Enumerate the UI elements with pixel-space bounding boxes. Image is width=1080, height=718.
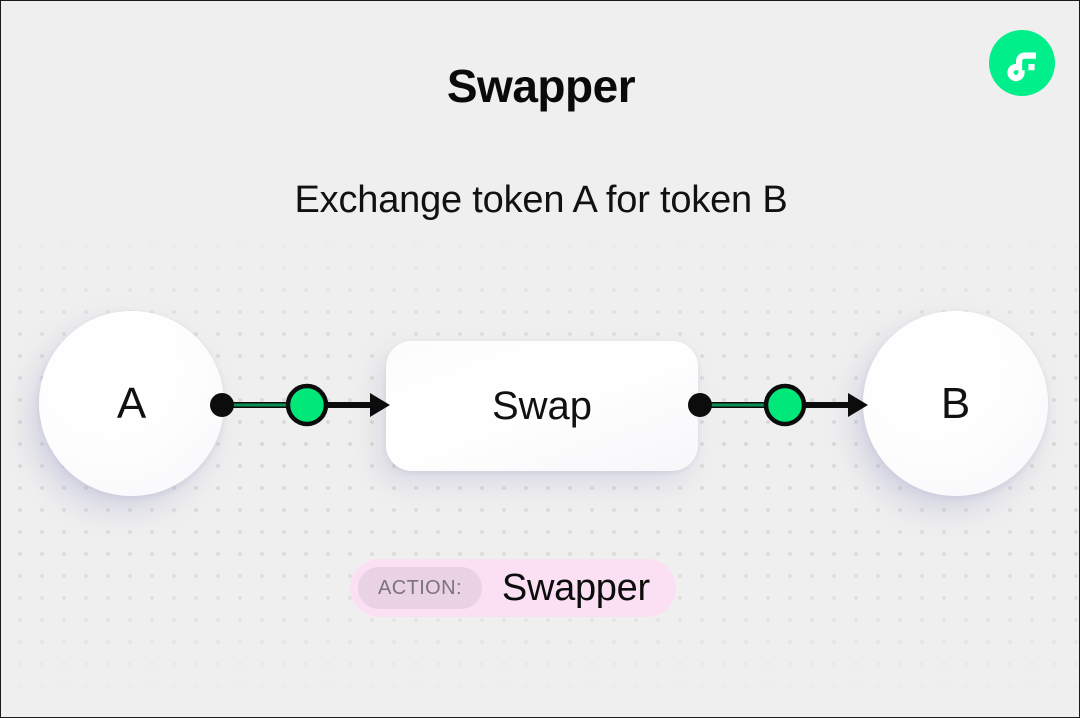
edge-swap-to-b bbox=[684, 383, 869, 427]
action-label: ACTION: bbox=[358, 567, 482, 609]
node-swap[interactable]: Swap bbox=[386, 341, 698, 471]
action-badge: ACTION: Swapper bbox=[350, 559, 676, 617]
node-swap-label: Swap bbox=[491, 383, 593, 428]
node-token-a[interactable]: A bbox=[39, 311, 224, 496]
page-subtitle: Exchange token A for token B bbox=[294, 179, 788, 221]
edge-a-to-swap bbox=[206, 383, 391, 427]
node-token-b-label: B bbox=[940, 378, 971, 428]
node-token-b[interactable]: B bbox=[863, 311, 1048, 496]
flow-logo-badge bbox=[989, 30, 1055, 96]
flow-logo-icon bbox=[1002, 43, 1042, 83]
node-token-a-label: A bbox=[116, 378, 147, 428]
action-value: Swapper bbox=[501, 566, 650, 609]
page-title: Swapper bbox=[446, 60, 636, 112]
